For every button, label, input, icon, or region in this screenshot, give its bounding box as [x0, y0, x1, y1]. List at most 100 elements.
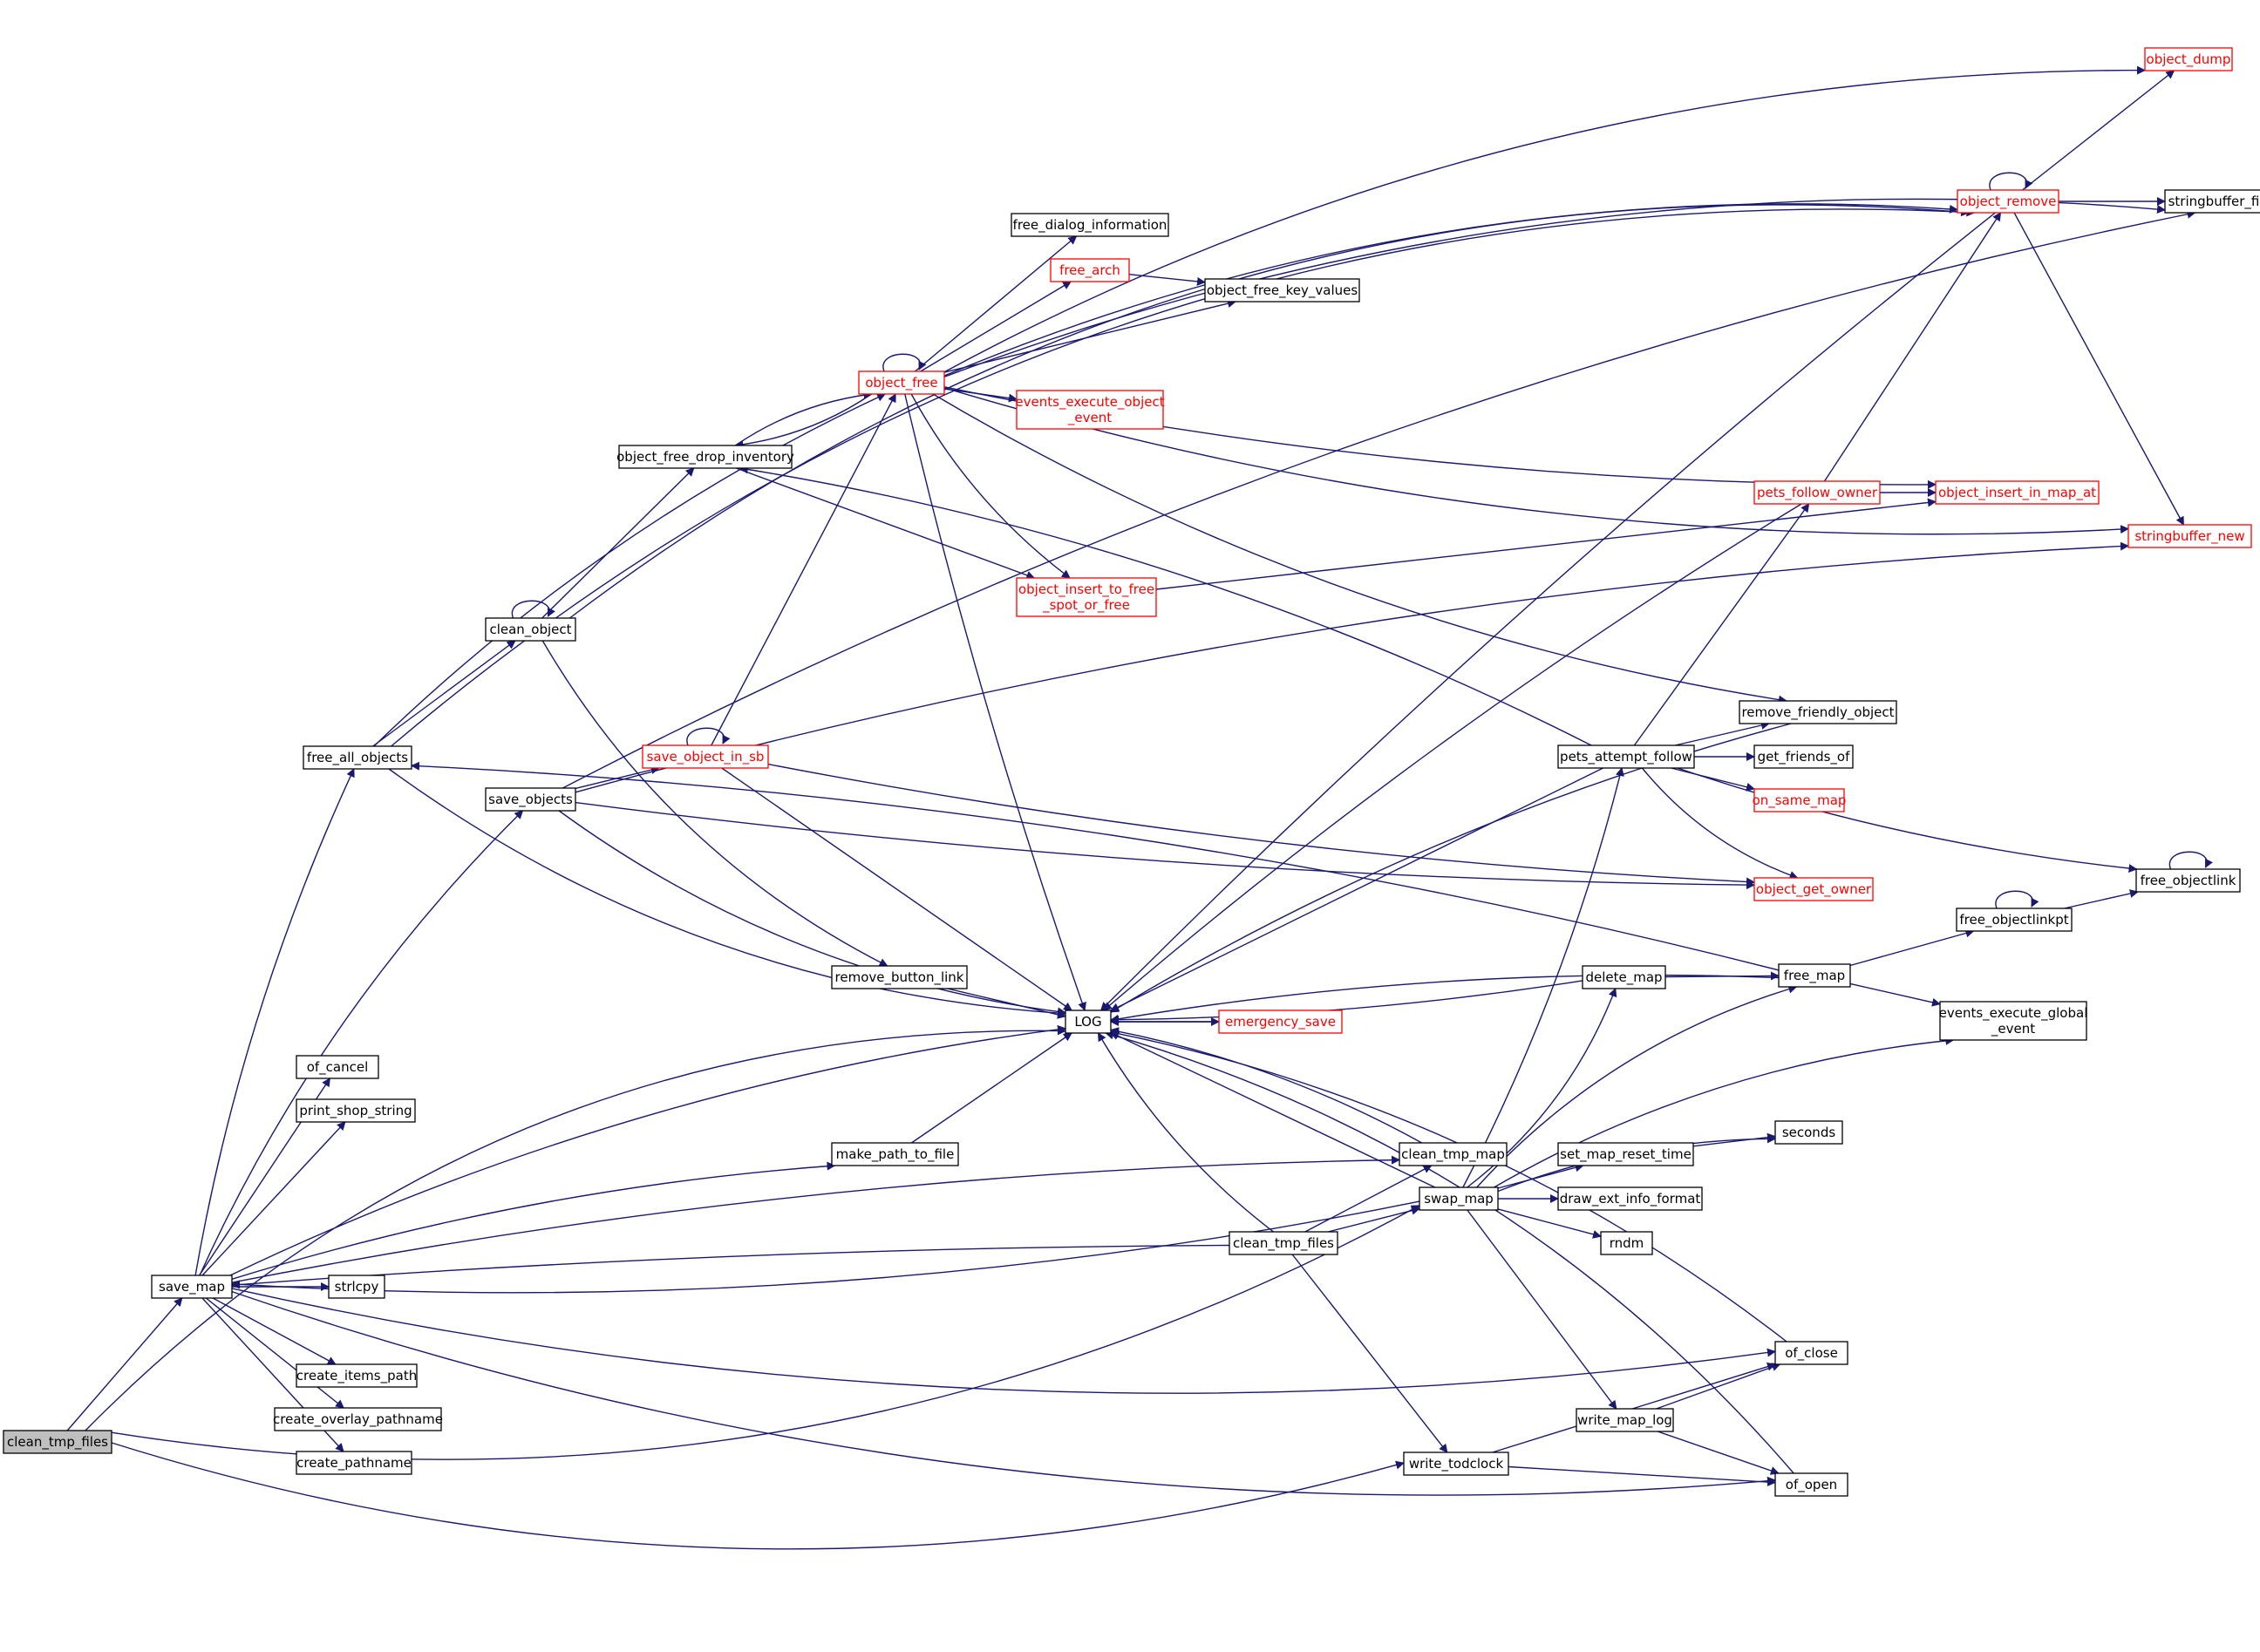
node-box[interactable]: [1557, 1186, 1703, 1211]
node-events-execute-object-event[interactable]: events_execute_object_event: [1015, 390, 1165, 430]
node-object-free-key-values[interactable]: object_free_key_values: [1204, 278, 1360, 303]
node-object-insert-in-map-at[interactable]: object_insert_in_map_at: [1935, 480, 2100, 505]
node-box[interactable]: [1774, 1341, 1848, 1365]
node-set-map-reset-time[interactable]: set_map_reset_time: [1557, 1142, 1694, 1166]
node-box[interactable]: [618, 445, 793, 469]
node-stringbuffer-finish[interactable]: stringbuffer_finish: [2164, 189, 2260, 214]
node-strlcpy[interactable]: strlcpy: [328, 1275, 385, 1299]
node-pets-follow-owner[interactable]: pets_follow_owner: [1753, 480, 1881, 505]
node-make-path-to-file[interactable]: make_path_to_file: [831, 1142, 959, 1166]
node-clean-object[interactable]: clean_object: [485, 617, 576, 642]
node-free-objectlink[interactable]: free_objectlink: [2135, 868, 2241, 893]
node-object-remove[interactable]: object_remove: [1957, 189, 2059, 214]
node-box[interactable]: [2164, 189, 2260, 214]
node-box[interactable]: [296, 1451, 412, 1475]
node-box[interactable]: [1957, 189, 2059, 214]
node-box[interactable]: [1753, 877, 1874, 901]
node-free-all-objects[interactable]: free_all_objects: [303, 745, 412, 770]
node-on-same-map[interactable]: on_same_map: [1753, 788, 1847, 812]
node-events-execute-global-event[interactable]: events_execute_global_event: [1939, 1001, 2088, 1041]
node-delete-map[interactable]: delete_map: [1582, 965, 1666, 989]
node-object-insert-to-free-spot-or-free[interactable]: object_insert_to_free_spot_or_free: [1016, 577, 1157, 617]
node-box[interactable]: [1774, 1120, 1843, 1145]
node-box[interactable]: [1557, 1142, 1694, 1166]
node-free-objectlinkpt[interactable]: free_objectlinkpt: [1956, 908, 2073, 932]
node-get-friends-of[interactable]: get_friends_of: [1753, 744, 1854, 769]
node-of-close[interactable]: of_close: [1774, 1341, 1848, 1365]
node-box[interactable]: [1065, 1010, 1112, 1034]
node-box[interactable]: [858, 371, 945, 395]
node-box[interactable]: [1778, 963, 1851, 988]
node-box[interactable]: [485, 617, 576, 642]
node-box[interactable]: [274, 1407, 442, 1431]
node-print-shop-string[interactable]: print_shop_string: [296, 1098, 416, 1123]
node-box[interactable]: [1229, 1231, 1338, 1255]
node-save-object-in-sb[interactable]: save_object_in_sb: [642, 744, 769, 769]
node-swap-map[interactable]: swap_map: [1419, 1186, 1499, 1211]
node-of-cancel[interactable]: of_cancel: [296, 1055, 379, 1079]
node-remove-button-link[interactable]: remove_button_link: [831, 965, 968, 989]
node-box[interactable]: [1011, 213, 1169, 237]
node-box[interactable]: [2135, 868, 2241, 893]
node-box[interactable]: [2127, 524, 2252, 548]
node-box[interactable]: [151, 1275, 233, 1299]
node-object-free[interactable]: object_free: [858, 371, 945, 395]
node-write-todclock[interactable]: write_todclock: [1403, 1451, 1509, 1476]
node-box[interactable]: [3, 1430, 112, 1454]
node-save-map[interactable]: save_map: [151, 1275, 233, 1299]
node-box[interactable]: [1956, 908, 2073, 932]
node-box[interactable]: [1582, 965, 1666, 989]
node-box[interactable]: [328, 1275, 385, 1299]
node-box[interactable]: [1600, 1231, 1653, 1255]
node-emergency-save[interactable]: emergency_save: [1218, 1010, 1343, 1034]
node-free-dialog-information[interactable]: free_dialog_information: [1011, 213, 1169, 237]
node-object-dump[interactable]: object_dump: [2144, 47, 2233, 71]
node-box[interactable]: [831, 965, 968, 989]
node-box[interactable]: [485, 787, 576, 812]
node-box[interactable]: [1204, 278, 1360, 303]
node-save-objects[interactable]: save_objects: [485, 787, 576, 812]
node-box[interactable]: [1753, 744, 1854, 769]
node-box[interactable]: [642, 744, 769, 769]
node-box[interactable]: [296, 1055, 379, 1079]
node-box[interactable]: [303, 745, 412, 770]
node-free-map[interactable]: free_map: [1778, 963, 1851, 988]
node-clean-tmp-files-root[interactable]: clean_tmp_files: [3, 1430, 112, 1454]
node-rndm[interactable]: rndm: [1600, 1231, 1653, 1255]
node-box[interactable]: [1399, 1142, 1508, 1166]
node-box[interactable]: [1774, 1472, 1848, 1497]
node-box[interactable]: [2144, 47, 2233, 71]
node-box[interactable]: [1753, 480, 1881, 505]
node-of-open[interactable]: of_open: [1774, 1472, 1848, 1497]
node-box[interactable]: [1419, 1186, 1499, 1211]
node-box[interactable]: [1739, 700, 1897, 724]
node-box[interactable]: [1016, 390, 1164, 430]
node-box[interactable]: [1050, 258, 1130, 282]
node-box[interactable]: [1218, 1010, 1343, 1034]
node-box[interactable]: [296, 1098, 416, 1123]
node-draw-ext-info-format[interactable]: draw_ext_info_format: [1557, 1186, 1703, 1211]
node-seconds[interactable]: seconds: [1774, 1120, 1843, 1145]
node-create-pathname[interactable]: create_pathname: [296, 1451, 412, 1475]
node-object-get-owner[interactable]: object_get_owner: [1753, 877, 1874, 901]
node-box[interactable]: [1557, 744, 1695, 769]
node-box[interactable]: [1403, 1451, 1509, 1476]
node-box[interactable]: [296, 1363, 418, 1388]
node-create-items-path[interactable]: create_items_path: [296, 1363, 418, 1388]
node-box[interactable]: [1753, 788, 1845, 812]
node-box[interactable]: [1576, 1408, 1674, 1432]
node-clean-tmp-files[interactable]: clean_tmp_files: [1229, 1231, 1338, 1255]
node-box[interactable]: [831, 1142, 959, 1166]
node-box[interactable]: [1939, 1001, 2087, 1041]
node-remove-friendly-object[interactable]: remove_friendly_object: [1739, 700, 1897, 724]
node-stringbuffer-new[interactable]: stringbuffer_new: [2127, 524, 2252, 548]
node-pets-attempt-follow[interactable]: pets_attempt_follow: [1557, 744, 1695, 769]
node-clean-tmp-map[interactable]: clean_tmp_map: [1399, 1142, 1508, 1166]
node-write-map-log[interactable]: write_map_log: [1576, 1408, 1674, 1432]
node-box[interactable]: [1935, 480, 2100, 505]
node-free-arch[interactable]: free_arch: [1050, 258, 1130, 282]
node-box[interactable]: [1016, 577, 1157, 617]
node-create-overlay-pathname[interactable]: create_overlay_pathname: [273, 1407, 443, 1431]
node-object-free-drop-inventory[interactable]: object_free_drop_inventory: [616, 445, 794, 469]
node-LOG[interactable]: LOG: [1065, 1010, 1112, 1034]
